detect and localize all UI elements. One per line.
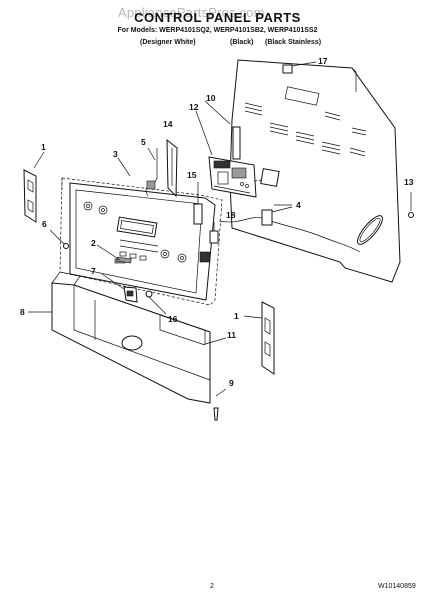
callout-11: 11 — [227, 330, 236, 340]
models-line: For Models: WERP4101SQ2, WERP4101SB2, WE… — [117, 27, 318, 34]
burner-knobs — [83, 201, 187, 263]
callout-1-right: 1 — [234, 311, 239, 321]
variant-black: (Black) — [230, 39, 254, 46]
control-board-part — [208, 156, 280, 198]
page-title: CONTROL PANEL PARTS — [134, 10, 301, 25]
bracket-7-part — [123, 286, 138, 303]
knob-16-part — [145, 290, 167, 315]
callout-14: 14 — [163, 119, 173, 129]
connector-15-part — [193, 182, 203, 225]
callout-13: 13 — [404, 177, 414, 187]
callout-15: 15 — [187, 170, 197, 180]
callout-8: 8 — [20, 307, 25, 317]
control-panel-fascia — [69, 182, 216, 301]
leader-lines — [28, 100, 292, 345]
callout-4: 4 — [296, 200, 301, 210]
callout-7: 7 — [91, 266, 96, 276]
variant-designer-white: (Designer White) — [140, 39, 196, 46]
callout-9: 9 — [229, 378, 234, 388]
callout-10: 10 — [206, 93, 216, 103]
shield-2-part — [116, 256, 132, 264]
thermostat-wire-part — [145, 148, 158, 197]
switch-18-part — [209, 222, 219, 244]
watermark: AppliancePartsPros.com — [118, 5, 265, 20]
end-cap-right-part — [261, 301, 275, 375]
callout-17: 17 — [318, 56, 328, 66]
screw-6-part — [63, 243, 69, 249]
callout-6: 6 — [42, 219, 47, 229]
callout-12: 12 — [189, 102, 199, 112]
page-number: 2 — [210, 583, 214, 590]
callout-2: 2 — [91, 238, 96, 248]
callout-5: 5 — [141, 137, 146, 147]
lower-shield-part — [51, 271, 211, 404]
variant-black-stainless: (Black Stainless) — [265, 39, 322, 46]
wire-harness-part — [218, 206, 361, 253]
callout-labels: 1 2 3 4 5 6 7 8 9 10 11 12 13 14 15 16 1… — [20, 56, 414, 388]
callout-3: 3 — [113, 149, 118, 159]
screw-13-part — [408, 192, 414, 218]
rear-panel-part — [229, 59, 401, 283]
document-number: W10140859 — [378, 583, 416, 590]
callout-18: 18 — [226, 210, 236, 220]
callout-16: 16 — [168, 314, 178, 324]
end-cap-left-part — [23, 169, 37, 223]
clip-part — [282, 61, 317, 74]
screw-9-part — [213, 388, 227, 421]
harness-14-part — [166, 138, 178, 198]
callout-1-left: 1 — [41, 142, 46, 152]
